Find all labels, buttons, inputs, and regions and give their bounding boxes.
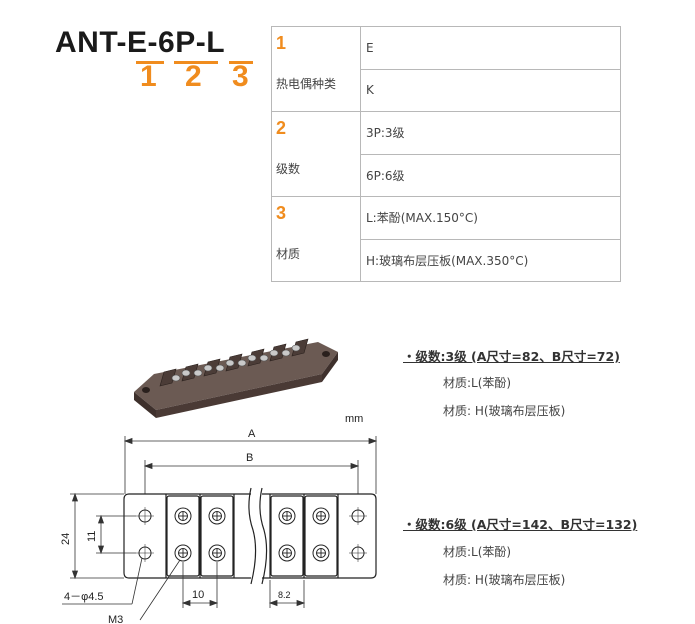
model-sep-2: - — [195, 26, 207, 59]
screw-note: M3 — [108, 614, 123, 624]
spec-row-1-value-1: E — [360, 26, 621, 70]
spec-3p-material-l: 材质:L(苯酚) — [443, 376, 512, 390]
spec-row-1-label: 热电偶种类 — [276, 77, 337, 91]
spec-6p-title: ・级数:6级 (A尺寸=142、B尺寸=132) — [403, 517, 638, 532]
dimension-height — [70, 492, 136, 580]
dimension-b — [143, 460, 360, 494]
spec-6p-material-h: 材质: H(玻璃布层压板) — [443, 573, 566, 587]
code-number-1: 1 — [140, 60, 157, 93]
dimension-a-label: A — [248, 428, 256, 440]
model-code: ANT-E-6P-L — [55, 26, 225, 60]
spec-row-3-label: 材质 — [276, 247, 301, 261]
underline-1 — [136, 61, 164, 64]
spec-row-1-value-2: K — [360, 68, 621, 112]
spec-table: 1 热电偶种类 E K 2 级数 3P:3级 6P:6级 3 材质 L:苯酚(M… — [271, 26, 621, 282]
screw-terminals — [174, 507, 330, 562]
dimension-b-label: B — [246, 452, 253, 464]
spec-row-3-value-1: L:苯酚(MAX.150°C) — [360, 196, 621, 240]
dimension-a — [123, 436, 378, 494]
dimension-11-label: 11 — [86, 531, 98, 542]
unit-label: mm — [345, 413, 363, 425]
model-part-2: 6P — [158, 26, 196, 59]
model-part-3: L — [206, 26, 226, 59]
underline-2 — [174, 61, 218, 64]
spec-row-3-value-2: H:玻璃布层压板(MAX.350°C) — [360, 238, 621, 282]
spec-row-3-head: 3 材质 — [271, 196, 361, 282]
model-prefix: ANT- — [55, 26, 127, 59]
spec-3p-title: ・级数:3级 (A尺寸=82、B尺寸=72) — [403, 349, 620, 364]
pitch-10-dimension — [181, 562, 219, 608]
screw-note-leader — [139, 559, 181, 621]
pitch-8-2-label: 8.2 — [278, 590, 291, 600]
terminal-block-photo — [134, 338, 338, 418]
spec-row-3-number: 3 — [276, 203, 287, 223]
model-part-1: E — [127, 26, 148, 59]
dimension-24-label: 24 — [60, 533, 72, 545]
hole-centerlines — [136, 507, 367, 562]
underline-3 — [229, 61, 253, 64]
pitch-8-2-dimension — [268, 580, 306, 608]
mounting-holes — [138, 509, 365, 560]
spec-row-2-head: 2 级数 — [271, 111, 361, 197]
spec-row-2-number: 2 — [276, 118, 287, 138]
spec-6p-material-l: 材质:L(苯酚) — [443, 545, 512, 559]
hole-note-leader — [62, 557, 143, 605]
hole-note: 4－φ4.5 — [64, 591, 104, 603]
spec-3p-material-h: 材质: H(玻璃布层压板) — [443, 404, 566, 418]
model-sep-1: - — [147, 26, 159, 59]
spec-row-1-number: 1 — [276, 33, 287, 53]
spec-row-1-head: 1 热电偶种类 — [271, 26, 361, 112]
pitch-10-label: 10 — [192, 589, 204, 601]
screw-slots — [179, 512, 325, 557]
board-outline — [123, 487, 377, 585]
spec-row-2-label: 级数 — [276, 162, 301, 176]
code-number-3: 3 — [232, 60, 249, 93]
code-number-2: 2 — [185, 60, 202, 93]
